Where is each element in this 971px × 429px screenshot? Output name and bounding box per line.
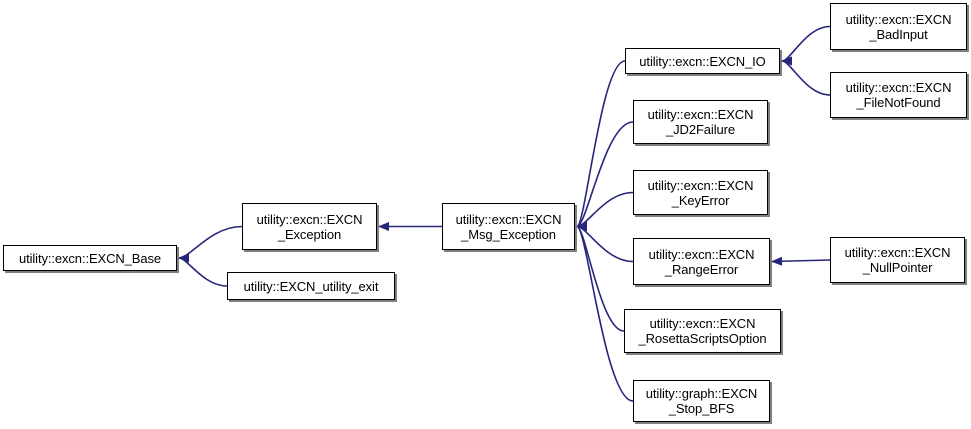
inheritance-edge [781,56,831,96]
class-node-label: utility::excn::EXCN_Base [18,250,162,266]
class-node-label: utility::graph::EXCN [645,386,758,401]
class-node-label: utility::excn::EXCN [845,11,952,27]
class-node-label: _Stop_BFS [668,401,735,416]
class-node-excn-nullpointer[interactable]: utility::excn::EXCN_NullPointer [830,237,965,283]
class-node-excn-utility-exit[interactable]: utility::EXCN_utility_exit [227,272,395,300]
class-node-excn-rosettascriptsoption[interactable]: utility::excn::EXCN_RosettaScriptsOption [624,309,781,353]
class-node-excn-exception[interactable]: utility::excn::EXCN_Exception [242,203,377,250]
class-node-label: utility::excn::EXCN [648,246,755,262]
class-node-excn-msg-exception[interactable]: utility::excn::EXCN_Msg_Exception [442,203,575,250]
class-node-excn-filenotfound[interactable]: utility::excn::EXCN_FileNotFound [830,72,967,118]
class-node-label: utility::excn::EXCN [455,211,562,227]
class-node-label: utility::excn::EXCN [647,177,754,193]
inheritance-edge [771,256,831,266]
inheritance-edge [576,60,626,231]
class-node-label: utility::excn::EXCN [647,107,754,122]
inheritance-edge [576,191,634,231]
class-node-label: _FileNotFound [856,95,941,110]
class-node-label: utility::excn::EXCN [844,245,951,260]
class-node-label: _Exception [277,226,342,242]
inheritance-edge [178,253,228,287]
class-node-label: _BadInput [869,26,928,42]
class-node-label: utility::EXCN_utility_exit [243,278,379,294]
class-node-label: utility::excn::EXCN [845,80,952,95]
inheritance-edge [178,225,243,263]
inheritance-edge [576,222,625,332]
class-node-label: _RangeError [664,261,739,277]
class-node-excn-jd2failure[interactable]: utility::excn::EXCN_JD2Failure [633,100,768,144]
inheritance-edge [781,25,831,66]
class-node-excn-badinput[interactable]: utility::excn::EXCN_BadInput [830,3,967,50]
class-node-label: utility::excn::EXCN_IO [639,53,766,69]
class-node-label: _JD2Failure [666,122,735,137]
class-node-label: utility::excn::EXCN [649,316,756,331]
class-node-label: _KeyError [671,192,730,208]
class-node-excn-rangeerror[interactable]: utility::excn::EXCN_RangeError [633,238,770,285]
class-node-label: _RosettaScriptsOption [638,331,767,346]
class-node-excn-io[interactable]: utility::excn::EXCN_IO [625,48,780,74]
class-node-label: _NullPointer [862,260,933,275]
class-node-excn-stop-bfs[interactable]: utility::graph::EXCN_Stop_BFS [633,380,770,422]
class-node-label: utility::excn::EXCN [256,211,363,227]
class-node-excn-base[interactable]: utility::excn::EXCN_Base [3,245,177,271]
class-node-excn-keyerror[interactable]: utility::excn::EXCN_KeyError [633,170,768,215]
inheritance-edge [576,222,634,263]
class-node-label: _Msg_Exception [461,226,556,242]
inheritance-edge [576,121,634,231]
